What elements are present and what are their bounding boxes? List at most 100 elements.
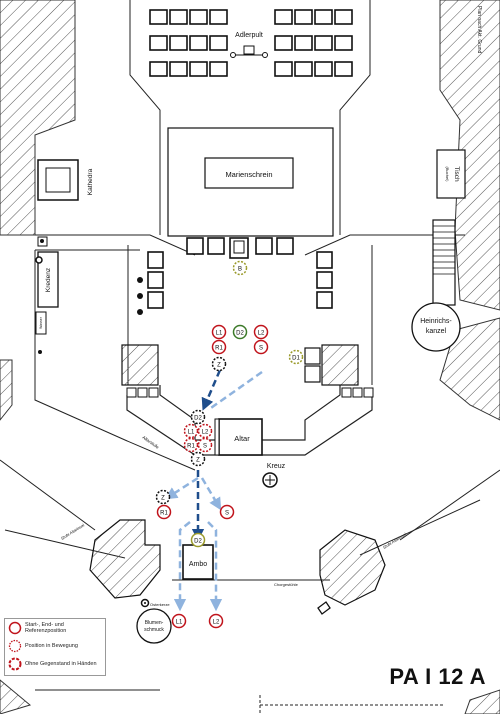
marker-s-top: S (253, 339, 269, 355)
stufe-links-label: Stufe Altarinsel (60, 522, 85, 540)
legend-start-end-label: Start-, End- und Referenzposition (25, 622, 67, 634)
svg-text:R1: R1 (187, 444, 195, 450)
marker-l2-bot: L2 (208, 613, 224, 629)
arrow-light-1 (207, 370, 263, 412)
svg-text:S: S (203, 444, 207, 450)
altar-step-boxes (126, 387, 374, 398)
side-pews-left (147, 251, 164, 309)
marker-d2-top: D2 (232, 324, 248, 340)
svg-text:Z: Z (196, 458, 200, 464)
svg-text:L2: L2 (213, 620, 220, 626)
svg-text:D2: D2 (194, 416, 202, 422)
kathedra: Kathedra (37, 159, 94, 201)
marker-l1-bot: L1 (171, 613, 187, 629)
blumenschmuck: Blumen- schmuck (136, 608, 172, 644)
solid-red-circle-icon (8, 621, 22, 635)
wasser-label: Wasser (39, 316, 43, 329)
marker-z-mid: Z (190, 451, 206, 467)
ambo: Ambo (182, 544, 214, 580)
kathedra-label: Kathedra (87, 168, 94, 195)
svg-text:D1: D1 (292, 356, 300, 362)
chair-icon (317, 601, 331, 615)
wall-right-middle (439, 317, 500, 421)
altar: Altar (214, 418, 263, 456)
pews-right (274, 9, 353, 77)
svg-text:S: S (225, 511, 229, 517)
heinrichskanzel-label-1: Heinrichs- (420, 318, 452, 325)
kredenz-label: Kredenz (45, 268, 52, 292)
marker-d1: D1 (288, 349, 304, 365)
svg-text:L1: L1 (176, 620, 183, 626)
legend-empty-hands-label: Ohne Gegenstand in Händen (25, 661, 97, 667)
marker-d2-mid: D2 (190, 409, 206, 425)
heinrichskanzel-label-2: kanzel (426, 328, 447, 335)
wall-bottom-left (0, 679, 32, 714)
wall-left-top (0, 0, 76, 236)
svg-text:L1: L1 (216, 331, 223, 337)
arrow-light-3 (200, 477, 222, 511)
svg-text:Z: Z (217, 363, 221, 369)
marker-l1-top: L1 (211, 324, 227, 340)
marker-z-top: Z (211, 356, 227, 372)
tisch-label: Tisch (453, 166, 460, 182)
pillar-dots (137, 277, 143, 315)
kreuz: Kreuz (262, 463, 286, 488)
marker-z-low: Z (155, 489, 171, 505)
svg-text:D2: D2 (194, 539, 202, 545)
marker-l2-mid: L2 (197, 423, 213, 439)
marker-r1-mid: R1 (183, 437, 199, 453)
arrow-light-4 (173, 521, 191, 612)
svg-text:R1: R1 (215, 346, 223, 352)
svg-text:D2: D2 (236, 331, 244, 337)
adlerpult-label: Adlerpult (235, 32, 263, 39)
svg-text:R1: R1 (160, 511, 168, 517)
svg-text:S: S (259, 346, 263, 352)
lower-pillar-left (89, 519, 161, 599)
marker-r1-top: R1 (211, 339, 227, 355)
path-arrows (164, 369, 263, 612)
dashed-red-circle-icon (8, 639, 22, 653)
marker-l1-mid: L1 (183, 423, 199, 439)
svg-text:L2: L2 (202, 430, 209, 436)
marker-d2-low: D2 (190, 532, 206, 548)
svg-text:B: B (238, 267, 242, 273)
stufe-rechts-label: Stufe Altarinsel (382, 531, 407, 549)
page-id: PA I 12 A (389, 664, 486, 689)
marker-s-mid: S (197, 437, 213, 453)
marker-l2-top: L2 (253, 324, 269, 340)
adlerpult: Adlerpult (230, 32, 268, 58)
osterkerze: Osterkerze (140, 598, 170, 608)
legend-row-start-end: Start-, End- und Referenzposition (5, 619, 105, 637)
lower-pillar-right (319, 529, 386, 606)
svg-text:Z: Z (161, 496, 165, 502)
wall-note: Plan nach Akt. Grund (476, 6, 482, 53)
wall-right-top (439, 0, 500, 311)
altar-pillars (121, 344, 359, 386)
chorstufe-label: Chorgestühle (274, 582, 299, 587)
svg-text:L1: L1 (188, 430, 195, 436)
osterkerze-label: Osterkerze (150, 602, 170, 607)
arrow-dark-1 (201, 369, 222, 411)
arrow-light-5 (207, 521, 223, 612)
marker-r1-low: R1 (156, 504, 172, 520)
side-pews-right (316, 251, 333, 309)
blumenschmuck-label-2: schmuck (144, 627, 164, 633)
ambo-label: Ambo (189, 561, 207, 568)
tisch: Tisch (Buchel) (436, 149, 466, 199)
wall-bottom-right (464, 689, 500, 714)
kreuz-label: Kreuz (267, 463, 286, 470)
arrow-light-2 (164, 476, 199, 500)
marienschrein-label: Marienschrein (225, 170, 272, 179)
pews-left (149, 9, 228, 77)
shrine-boxes (186, 237, 294, 259)
bold-dashed-red-circle-icon (8, 657, 22, 671)
wall-left-middle (0, 359, 13, 421)
legend-moving-label: Position in Bewegung (25, 643, 78, 649)
heinrichskanzel: Heinrichs- kanzel (411, 219, 461, 352)
legend-row-empty-hands: Ohne Gegenstand in Händen (5, 655, 105, 673)
blumenschmuck-label-1: Blumen- (145, 620, 164, 626)
marienschrein: Marienschrein (167, 127, 334, 237)
svg-text:L2: L2 (258, 331, 265, 337)
marker-b: B (232, 260, 248, 276)
